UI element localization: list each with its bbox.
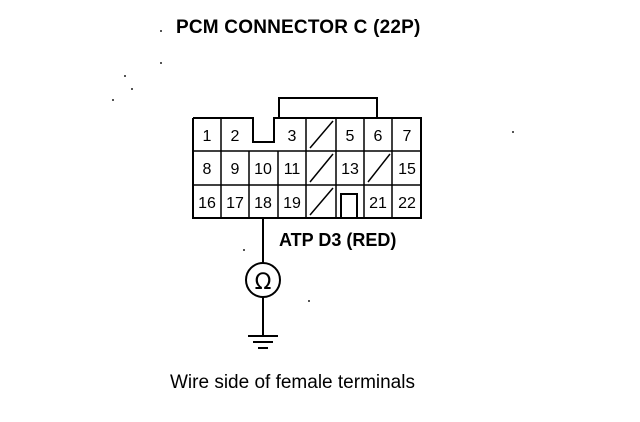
terminal-21: 21 — [369, 195, 387, 212]
scan-speck — [308, 300, 310, 302]
terminal-10: 10 — [254, 161, 272, 178]
terminal-labels: 1 2 3 5 6 7 8 9 10 11 13 15 16 17 18 19 21 22 — [198, 128, 416, 212]
scan-speck — [160, 62, 162, 64]
diagram-caption: Wire side of female terminals — [170, 372, 415, 393]
scan-speck — [512, 131, 514, 133]
terminal-7: 7 — [403, 128, 412, 145]
scan-speck — [243, 249, 245, 251]
terminal-16: 16 — [198, 195, 216, 212]
connector-key-notch — [340, 193, 358, 218]
connector-outline — [192, 117, 422, 219]
scan-speck — [131, 88, 133, 90]
terminal-18: 18 — [254, 195, 272, 212]
ground-icon — [248, 335, 278, 349]
terminal-1: 1 — [203, 128, 212, 145]
terminal-5: 5 — [346, 128, 355, 145]
terminal-9: 9 — [231, 161, 240, 178]
connector-body — [192, 97, 422, 219]
terminal-19: 19 — [283, 195, 301, 212]
terminal-11: 11 — [284, 161, 301, 178]
terminal-15: 15 — [398, 161, 416, 178]
scan-speck — [112, 99, 114, 101]
scan-speck — [160, 30, 162, 32]
empty-cavity-slash — [309, 153, 334, 183]
empty-cavity-slash — [309, 187, 334, 216]
empty-cavity-slash — [367, 153, 391, 183]
terminal-2: 2 — [231, 128, 240, 145]
wire-label: ATP D3 (RED) — [279, 230, 397, 250]
terminal-3: 3 — [288, 128, 297, 145]
terminal-17: 17 — [226, 195, 244, 212]
terminal-6: 6 — [374, 128, 383, 145]
empty-cavity-slash — [309, 120, 334, 149]
ohm-icon: Ω — [255, 270, 272, 295]
diagram-title: PCM CONNECTOR C (22P) — [176, 17, 421, 38]
terminal-8: 8 — [203, 161, 212, 178]
connector-latch — [278, 97, 378, 118]
terminal-13: 13 — [341, 161, 359, 178]
scan-speck — [124, 75, 126, 77]
terminal-22: 22 — [398, 195, 416, 212]
